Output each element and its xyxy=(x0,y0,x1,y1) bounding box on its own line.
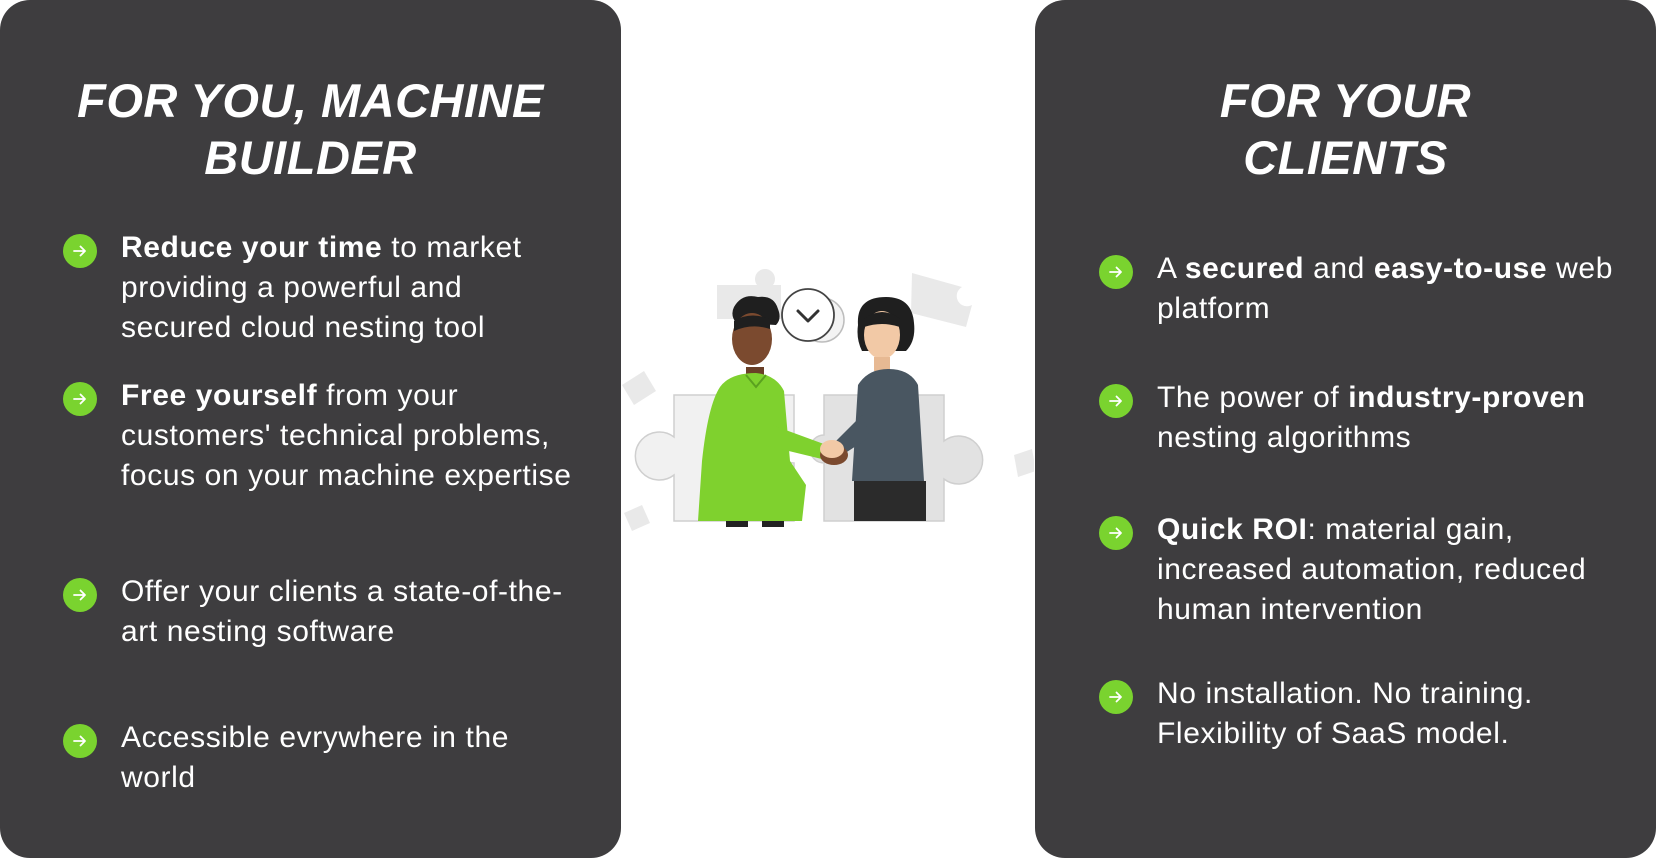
handshake-puzzle-image xyxy=(622,269,1036,531)
machine-builder-card: FOR YOU, MACHINE BUILDER Reduce your tim… xyxy=(0,0,621,858)
list-item: A secured and easy-to-use web platform xyxy=(1099,249,1639,329)
machine-builder-title: FOR YOU, MACHINE BUILDER xyxy=(77,74,544,184)
arrow-right-circle-icon xyxy=(63,234,97,268)
chevron-down-icon xyxy=(796,309,820,323)
list-item: Quick ROI: material gain, increased auto… xyxy=(1099,510,1639,630)
bg-puzzle-piece xyxy=(1014,449,1036,477)
bg-puzzle-piece xyxy=(624,505,650,531)
handshake xyxy=(820,440,848,465)
list-item: Reduce your time to market providing a p… xyxy=(63,228,573,348)
arrow-right-circle-icon xyxy=(1099,516,1133,550)
list-item: The power of industry-proven nesting alg… xyxy=(1099,378,1639,458)
arrow-right-circle-icon xyxy=(1099,680,1133,714)
clients-card: FOR YOUR CLIENTS A secured and easy-to-u… xyxy=(1035,0,1656,858)
arrow-right-circle-icon xyxy=(1099,255,1133,289)
list-item: No installation. No training. Flexibilit… xyxy=(1099,674,1639,754)
arrow-right-circle-icon xyxy=(63,382,97,416)
arrow-right-circle-icon xyxy=(63,578,97,612)
clients-title: FOR YOUR CLIENTS xyxy=(1219,74,1472,184)
list-item-text: A secured and easy-to-use web platform xyxy=(1157,252,1614,325)
list-item-text: No installation. No training. Flexibilit… xyxy=(1157,677,1533,750)
list-item-text: Accessible evrywhere in the world xyxy=(121,721,510,794)
list-item: Accessible evrywhere in the world xyxy=(63,718,573,798)
list-item-text: Offer your clients a state-of-the-art ne… xyxy=(121,575,563,648)
bg-puzzle-piece xyxy=(622,371,656,405)
arrow-right-circle-icon xyxy=(63,724,97,758)
person-right xyxy=(832,297,926,521)
list-item-text: The power of industry-proven nesting alg… xyxy=(1157,381,1586,454)
list-item: Free yourself from your customers' techn… xyxy=(63,376,573,496)
person-left xyxy=(698,296,832,527)
list-item: Offer your clients a state-of-the-art ne… xyxy=(63,572,573,652)
list-item-text: Reduce your time to market providing a p… xyxy=(121,231,522,344)
list-item-text: Quick ROI: material gain, increased auto… xyxy=(1157,513,1587,626)
arrow-right-circle-icon xyxy=(1099,384,1133,418)
speech-bubble xyxy=(781,288,835,342)
handshake-illustration xyxy=(622,265,1036,565)
bg-puzzle-piece xyxy=(911,273,972,327)
list-item-text: Free yourself from your customers' techn… xyxy=(121,379,572,492)
